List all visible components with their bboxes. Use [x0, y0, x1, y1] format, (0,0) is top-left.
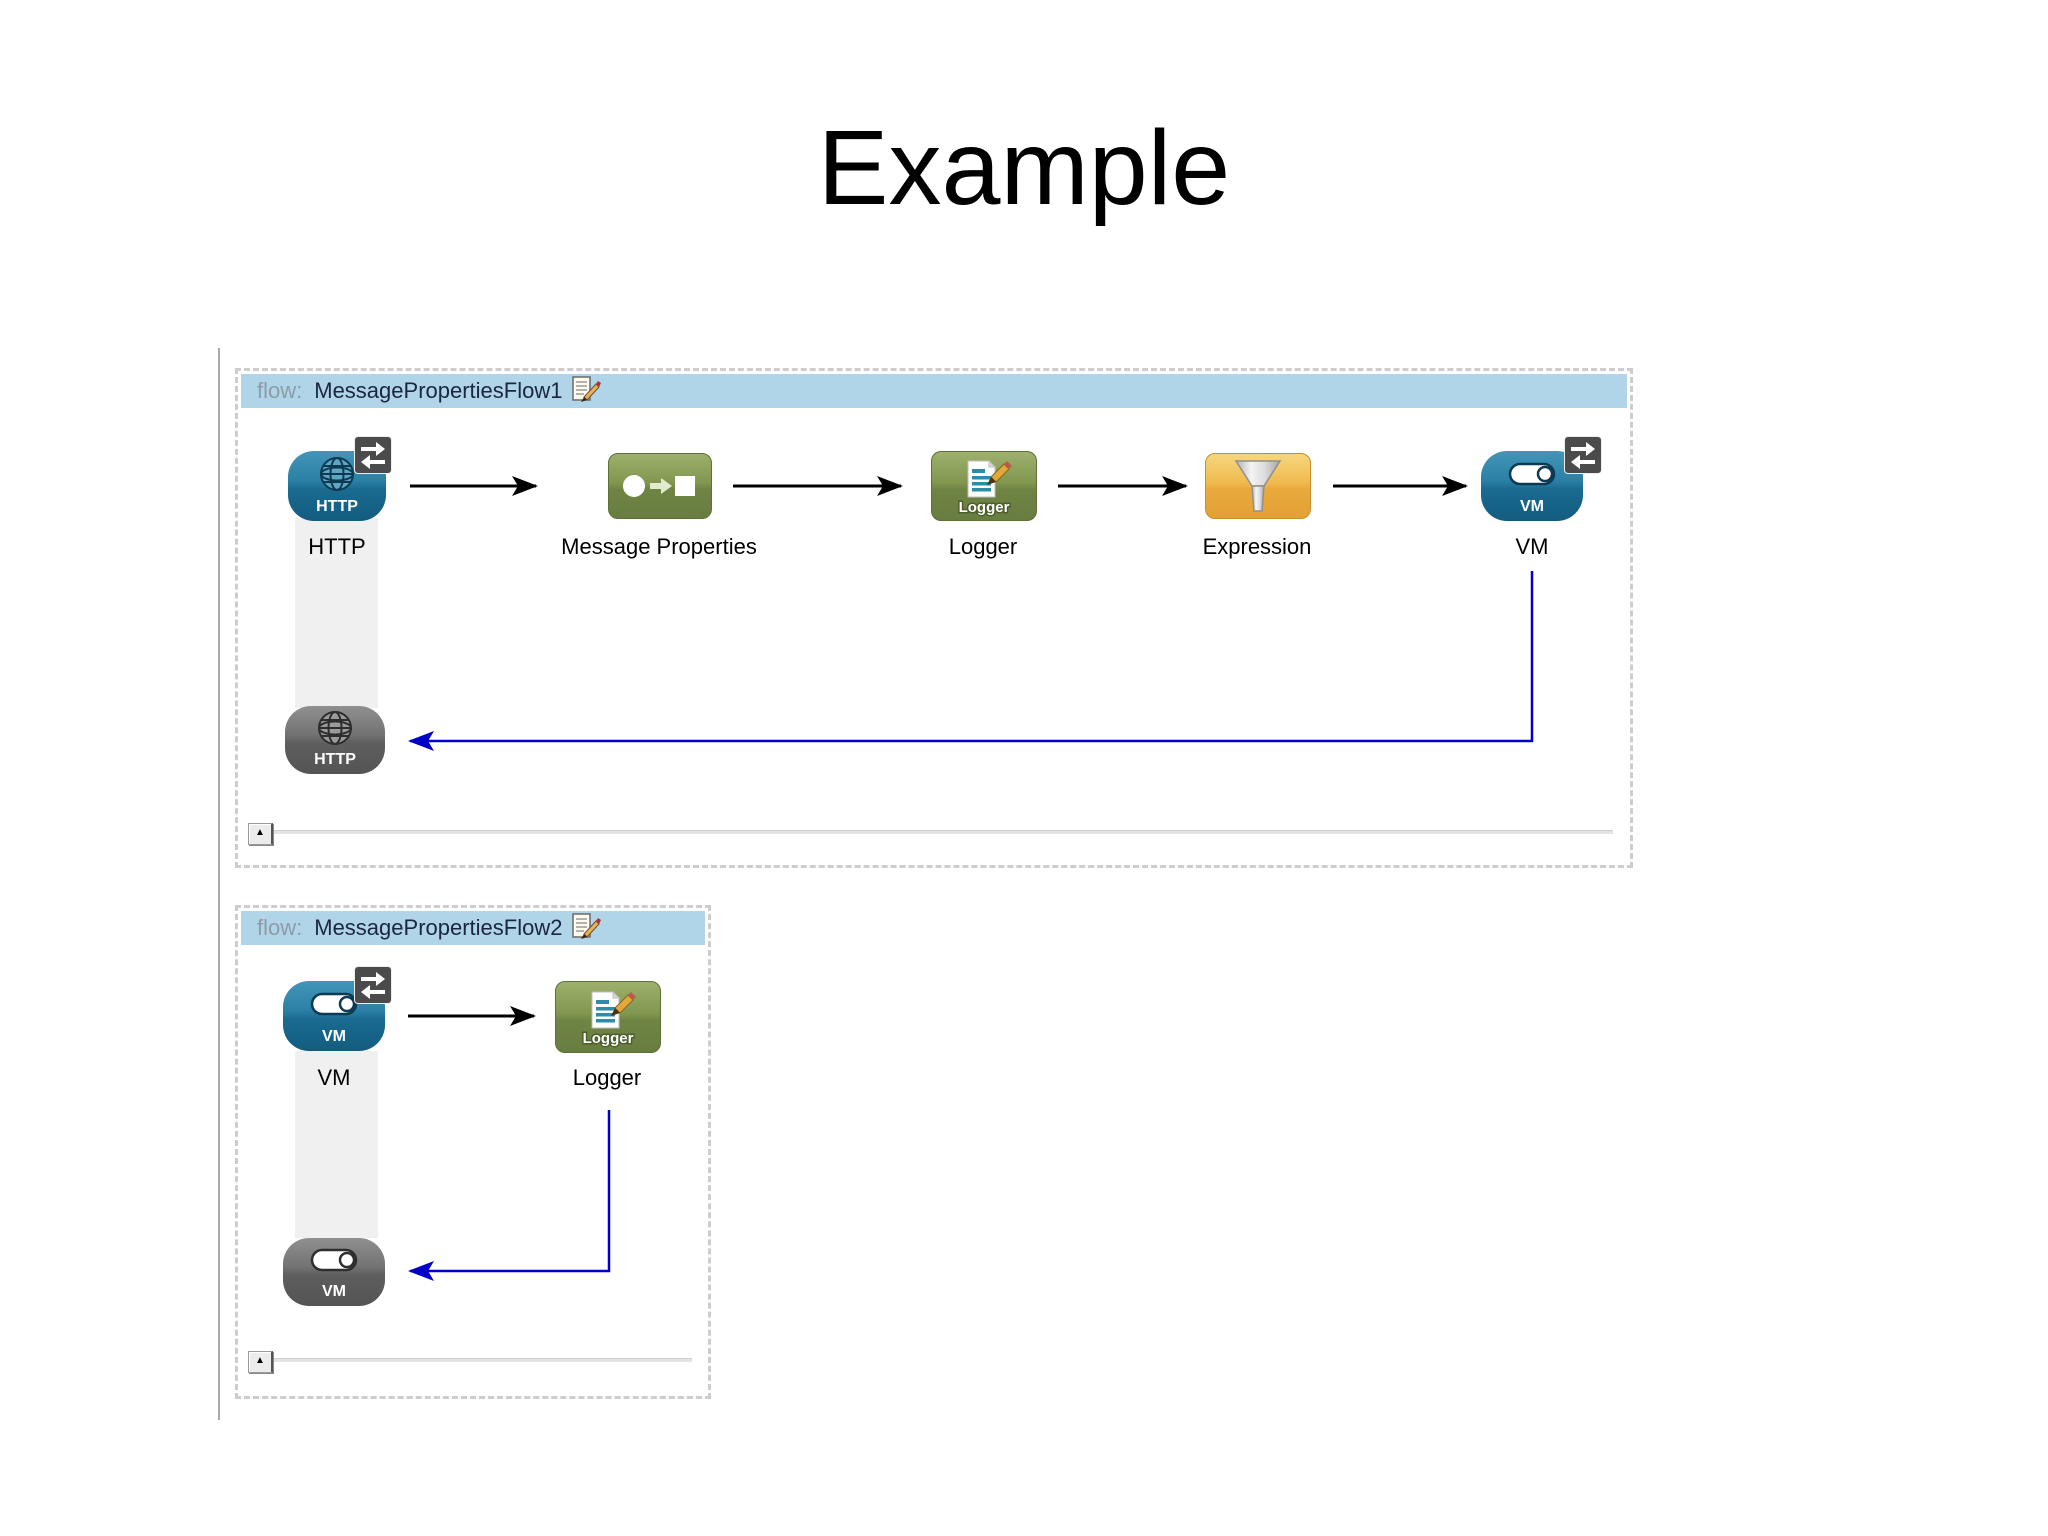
node-label-message-properties: Message Properties	[561, 534, 757, 559]
svg-text:VM: VM	[322, 1028, 346, 1045]
flow1-container: flow: MessagePropertiesFlow1	[235, 368, 1633, 868]
collapse-button[interactable]: ▲	[248, 823, 273, 845]
canvas-left-edge	[218, 348, 220, 1420]
cylinder-icon: VM	[310, 1248, 358, 1300]
cylinder-icon: VM	[310, 992, 358, 1045]
document-pencil-icon: Logger	[581, 990, 636, 1049]
logger-icon[interactable]: Logger	[555, 981, 661, 1053]
node-label-expression: Expression	[1202, 534, 1312, 559]
collapse-divider-line	[274, 830, 1613, 834]
node-label-http: HTTP	[308, 534, 366, 559]
logger-icon[interactable]: Logger	[931, 451, 1037, 521]
slide-title: Example	[817, 109, 1231, 227]
svg-text:Logger: Logger	[959, 499, 1010, 516]
svg-text:Logger: Logger	[583, 1030, 634, 1047]
svg-text:VM: VM	[322, 1283, 346, 1300]
vm-scope-band	[295, 1051, 378, 1238]
bidirectional-arrows-icon	[1565, 437, 1601, 473]
flow1-connectors	[408, 476, 1534, 751]
http-scope-band	[295, 518, 378, 708]
svg-text:HTTP: HTTP	[314, 751, 356, 768]
message-properties-icon[interactable]	[608, 453, 712, 519]
bidirectional-arrows-icon	[355, 967, 391, 1003]
edit-flow-icon[interactable]	[570, 374, 602, 404]
funnel-icon	[1234, 460, 1282, 512]
flow2-name: MessagePropertiesFlow2	[314, 915, 563, 940]
node-label-logger: Logger	[572, 1065, 642, 1090]
flow2-header: flow: MessagePropertiesFlow2	[241, 911, 705, 945]
svg-text:HTTP: HTTP	[316, 498, 358, 515]
collapse-divider-line	[274, 1358, 692, 1362]
node-label-vm: VM	[1515, 534, 1549, 559]
flow-type-label: flow:	[257, 915, 303, 940]
circle-to-square-icon	[623, 475, 695, 497]
flow-type-label: flow:	[257, 378, 303, 403]
vm-response-connector-icon[interactable]: VM	[283, 1238, 385, 1306]
expression-icon[interactable]	[1205, 453, 1311, 519]
flow1-name: MessagePropertiesFlow1	[314, 378, 563, 403]
flow1-header: flow: MessagePropertiesFlow1	[241, 374, 1627, 408]
http-response-connector-icon[interactable]: HTTP	[285, 706, 385, 774]
flow2-container: flow: MessagePropertiesFlow2	[235, 905, 711, 1399]
globe-icon: HTTP	[314, 711, 356, 768]
svg-text:VM: VM	[1520, 498, 1544, 515]
node-label-logger: Logger	[948, 534, 1018, 559]
node-label-vm: VM	[317, 1065, 351, 1090]
globe-icon: HTTP	[316, 457, 358, 515]
document-pencil-icon: Logger	[957, 459, 1012, 518]
cylinder-icon: VM	[1508, 462, 1556, 515]
collapse-button[interactable]: ▲	[248, 1351, 273, 1373]
bidirectional-arrows-icon	[355, 437, 391, 473]
edit-flow-icon[interactable]	[570, 911, 602, 941]
